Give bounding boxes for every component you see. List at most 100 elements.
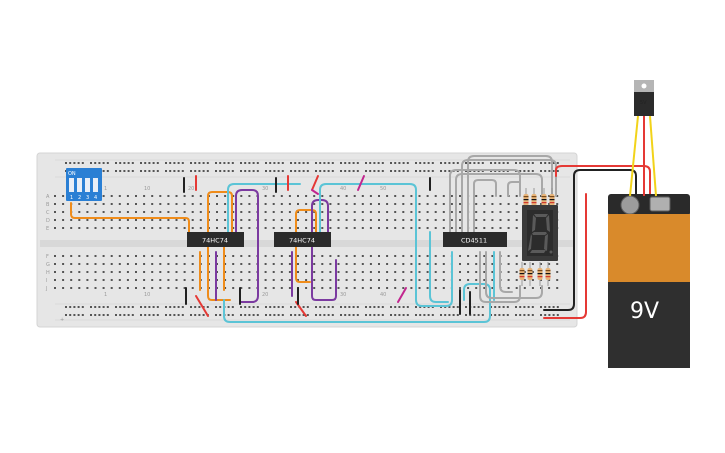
breadboard-hole[interactable] bbox=[361, 279, 364, 281]
breadboard-hole[interactable] bbox=[345, 271, 348, 273]
breadboard-hole[interactable] bbox=[102, 279, 105, 281]
breadboard-hole[interactable] bbox=[356, 170, 359, 172]
breadboard-hole[interactable] bbox=[118, 255, 121, 257]
breadboard-hole[interactable] bbox=[181, 306, 184, 308]
breadboard-hole[interactable] bbox=[173, 162, 176, 164]
breadboard-hole[interactable] bbox=[224, 287, 227, 289]
breadboard-hole[interactable] bbox=[169, 314, 172, 316]
breadboard-hole[interactable] bbox=[418, 203, 421, 205]
breadboard-hole[interactable] bbox=[499, 203, 502, 205]
breadboard-hole[interactable] bbox=[406, 314, 409, 316]
breadboard-hole[interactable] bbox=[277, 162, 280, 164]
grey-wire[interactable] bbox=[467, 155, 553, 233]
breadboard-hole[interactable] bbox=[62, 279, 65, 281]
breadboard-hole[interactable] bbox=[297, 263, 299, 265]
breadboard-hole[interactable] bbox=[406, 162, 409, 164]
breadboard-hole[interactable] bbox=[502, 314, 505, 316]
breadboard-hole[interactable] bbox=[143, 219, 146, 221]
breadboard-hole[interactable] bbox=[548, 306, 551, 308]
breadboard-hole[interactable] bbox=[167, 287, 170, 289]
breadboard-hole[interactable] bbox=[175, 271, 178, 273]
breadboard-hole[interactable] bbox=[473, 314, 476, 316]
breadboard-hole[interactable] bbox=[398, 314, 401, 316]
cyan-wire[interactable] bbox=[429, 231, 449, 303]
breadboard-hole[interactable] bbox=[110, 203, 113, 205]
purple-wire[interactable] bbox=[311, 199, 337, 301]
breadboard-hole[interactable] bbox=[140, 162, 142, 164]
breadboard-hole[interactable] bbox=[78, 227, 81, 229]
breadboard-hole[interactable] bbox=[156, 314, 159, 316]
dip-toggle-1[interactable] bbox=[69, 178, 74, 192]
breadboard-hole[interactable] bbox=[223, 162, 226, 164]
breadboard-hole[interactable] bbox=[327, 314, 330, 316]
breadboard-hole[interactable] bbox=[329, 227, 332, 229]
breadboard-hole[interactable] bbox=[305, 271, 308, 273]
breadboard-hole[interactable] bbox=[556, 287, 559, 289]
breadboard-hole[interactable] bbox=[70, 287, 73, 289]
breadboard-hole[interactable] bbox=[126, 227, 129, 229]
breadboard-hole[interactable] bbox=[361, 255, 364, 257]
breadboard-hole[interactable] bbox=[216, 195, 218, 197]
breadboard-hole[interactable] bbox=[507, 227, 510, 229]
breadboard-hole[interactable] bbox=[327, 306, 330, 308]
breadboard-hole[interactable] bbox=[348, 162, 351, 164]
breadboard-hole[interactable] bbox=[523, 314, 526, 316]
breadboard-hole[interactable] bbox=[294, 170, 297, 172]
breadboard-hole[interactable] bbox=[337, 219, 340, 221]
breadboard-hole[interactable] bbox=[191, 227, 194, 229]
breadboard-hole[interactable] bbox=[273, 314, 276, 316]
breadboard-hole[interactable] bbox=[131, 306, 134, 308]
breadboard-hole[interactable] bbox=[240, 162, 242, 164]
breadboard-hole[interactable] bbox=[440, 162, 442, 164]
chip-74hc74-1[interactable]: 74HC74 bbox=[187, 232, 244, 247]
breadboard-hole[interactable] bbox=[199, 203, 202, 205]
breadboard-hole[interactable] bbox=[345, 263, 348, 265]
breadboard-hole[interactable] bbox=[280, 263, 283, 265]
breadboard-hole[interactable] bbox=[110, 211, 113, 213]
breadboard-hole[interactable] bbox=[280, 219, 283, 221]
breadboard-hole[interactable] bbox=[297, 227, 299, 229]
breadboard-hole[interactable] bbox=[427, 314, 430, 316]
breadboard-hole[interactable] bbox=[345, 287, 348, 289]
breadboard-hole[interactable] bbox=[491, 195, 494, 197]
breadboard-hole[interactable] bbox=[353, 279, 356, 281]
breadboard-hole[interactable] bbox=[519, 314, 522, 316]
breadboard-hole[interactable] bbox=[119, 162, 122, 164]
breadboard-hole[interactable] bbox=[54, 271, 56, 273]
breadboard-hole[interactable] bbox=[491, 219, 494, 221]
breadboard-hole[interactable] bbox=[115, 170, 117, 172]
breadboard-hole[interactable] bbox=[515, 279, 518, 281]
breadboard-hole[interactable] bbox=[381, 314, 384, 316]
breadboard-hole[interactable] bbox=[369, 170, 372, 172]
grey-wire[interactable] bbox=[461, 159, 557, 233]
breadboard-hole[interactable] bbox=[167, 195, 170, 197]
breadboard-hole[interactable] bbox=[365, 170, 367, 172]
breadboard-hole[interactable] bbox=[434, 271, 437, 273]
breadboard-hole[interactable] bbox=[102, 255, 105, 257]
breadboard-hole[interactable] bbox=[507, 203, 510, 205]
breadboard-hole[interactable] bbox=[135, 219, 137, 221]
breadboard-hole[interactable] bbox=[224, 255, 227, 257]
breadboard-hole[interactable] bbox=[102, 314, 105, 316]
breadboard-hole[interactable] bbox=[224, 227, 227, 229]
breadboard-hole[interactable] bbox=[148, 314, 151, 316]
breadboard-hole[interactable] bbox=[106, 314, 109, 316]
breadboard-hole[interactable] bbox=[442, 279, 445, 281]
breadboard-hole[interactable] bbox=[288, 211, 291, 213]
breadboard-hole[interactable] bbox=[54, 203, 56, 205]
breadboard-hole[interactable] bbox=[123, 306, 126, 308]
breadboard-hole[interactable] bbox=[102, 263, 105, 265]
breadboard-hole[interactable] bbox=[273, 162, 276, 164]
breadboard-hole[interactable] bbox=[459, 211, 461, 213]
breadboard-hole[interactable] bbox=[361, 271, 364, 273]
grey-wire[interactable] bbox=[455, 173, 543, 233]
breadboard-hole[interactable] bbox=[531, 306, 534, 308]
breadboard-hole[interactable] bbox=[329, 271, 332, 273]
breadboard-hole[interactable] bbox=[90, 306, 92, 308]
breadboard-hole[interactable] bbox=[491, 203, 494, 205]
breadboard-hole[interactable] bbox=[277, 170, 280, 172]
breadboard-hole[interactable] bbox=[329, 211, 332, 213]
breadboard-hole[interactable] bbox=[552, 314, 555, 316]
breadboard-hole[interactable] bbox=[216, 219, 218, 221]
breadboard-hole[interactable] bbox=[319, 306, 322, 308]
